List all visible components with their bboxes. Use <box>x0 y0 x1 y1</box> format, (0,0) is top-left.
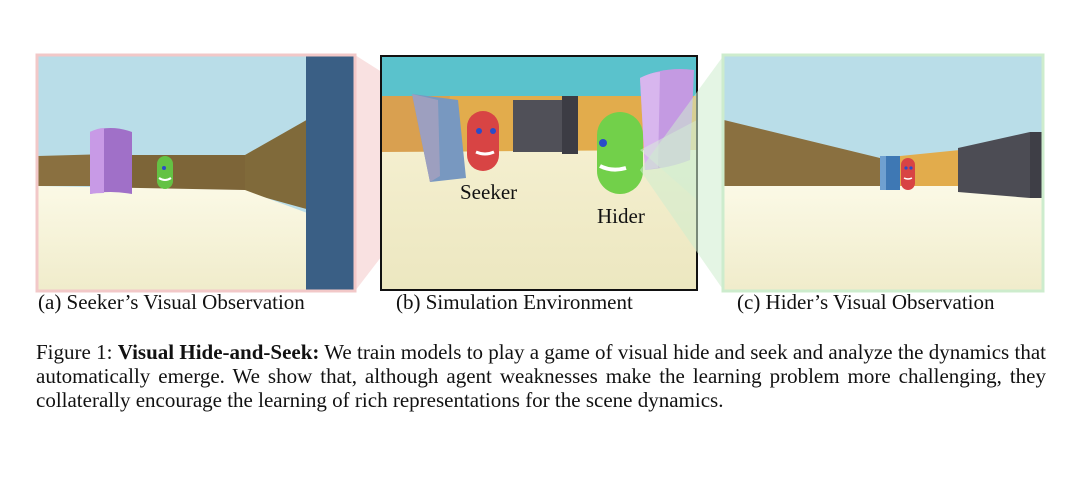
figure-caption-prefix: Figure 1: <box>36 340 118 364</box>
seeker-label: Seeker <box>460 180 518 204</box>
figure-caption-title: Visual Hide-and-Seek: <box>117 340 320 364</box>
figure-caption-body: We train models to play a game of visual… <box>36 340 1046 412</box>
panel-c-caption: (c) Hider’s Visual Observation <box>737 290 995 314</box>
hider-view-cone <box>640 55 724 291</box>
hider-label: Hider <box>597 204 645 228</box>
figure-svg <box>35 53 1045 293</box>
panel-b-caption: (b) Simulation Environment <box>396 290 633 314</box>
panel-a-image <box>35 53 357 293</box>
panel-a-caption: (a) Seeker’s Visual Observation <box>38 290 305 314</box>
figure: Seeker Hider <box>35 53 1045 293</box>
figure-caption: Figure 1: Visual Hide-and-Seek: We train… <box>36 340 1046 412</box>
panel-c-image <box>721 53 1045 293</box>
